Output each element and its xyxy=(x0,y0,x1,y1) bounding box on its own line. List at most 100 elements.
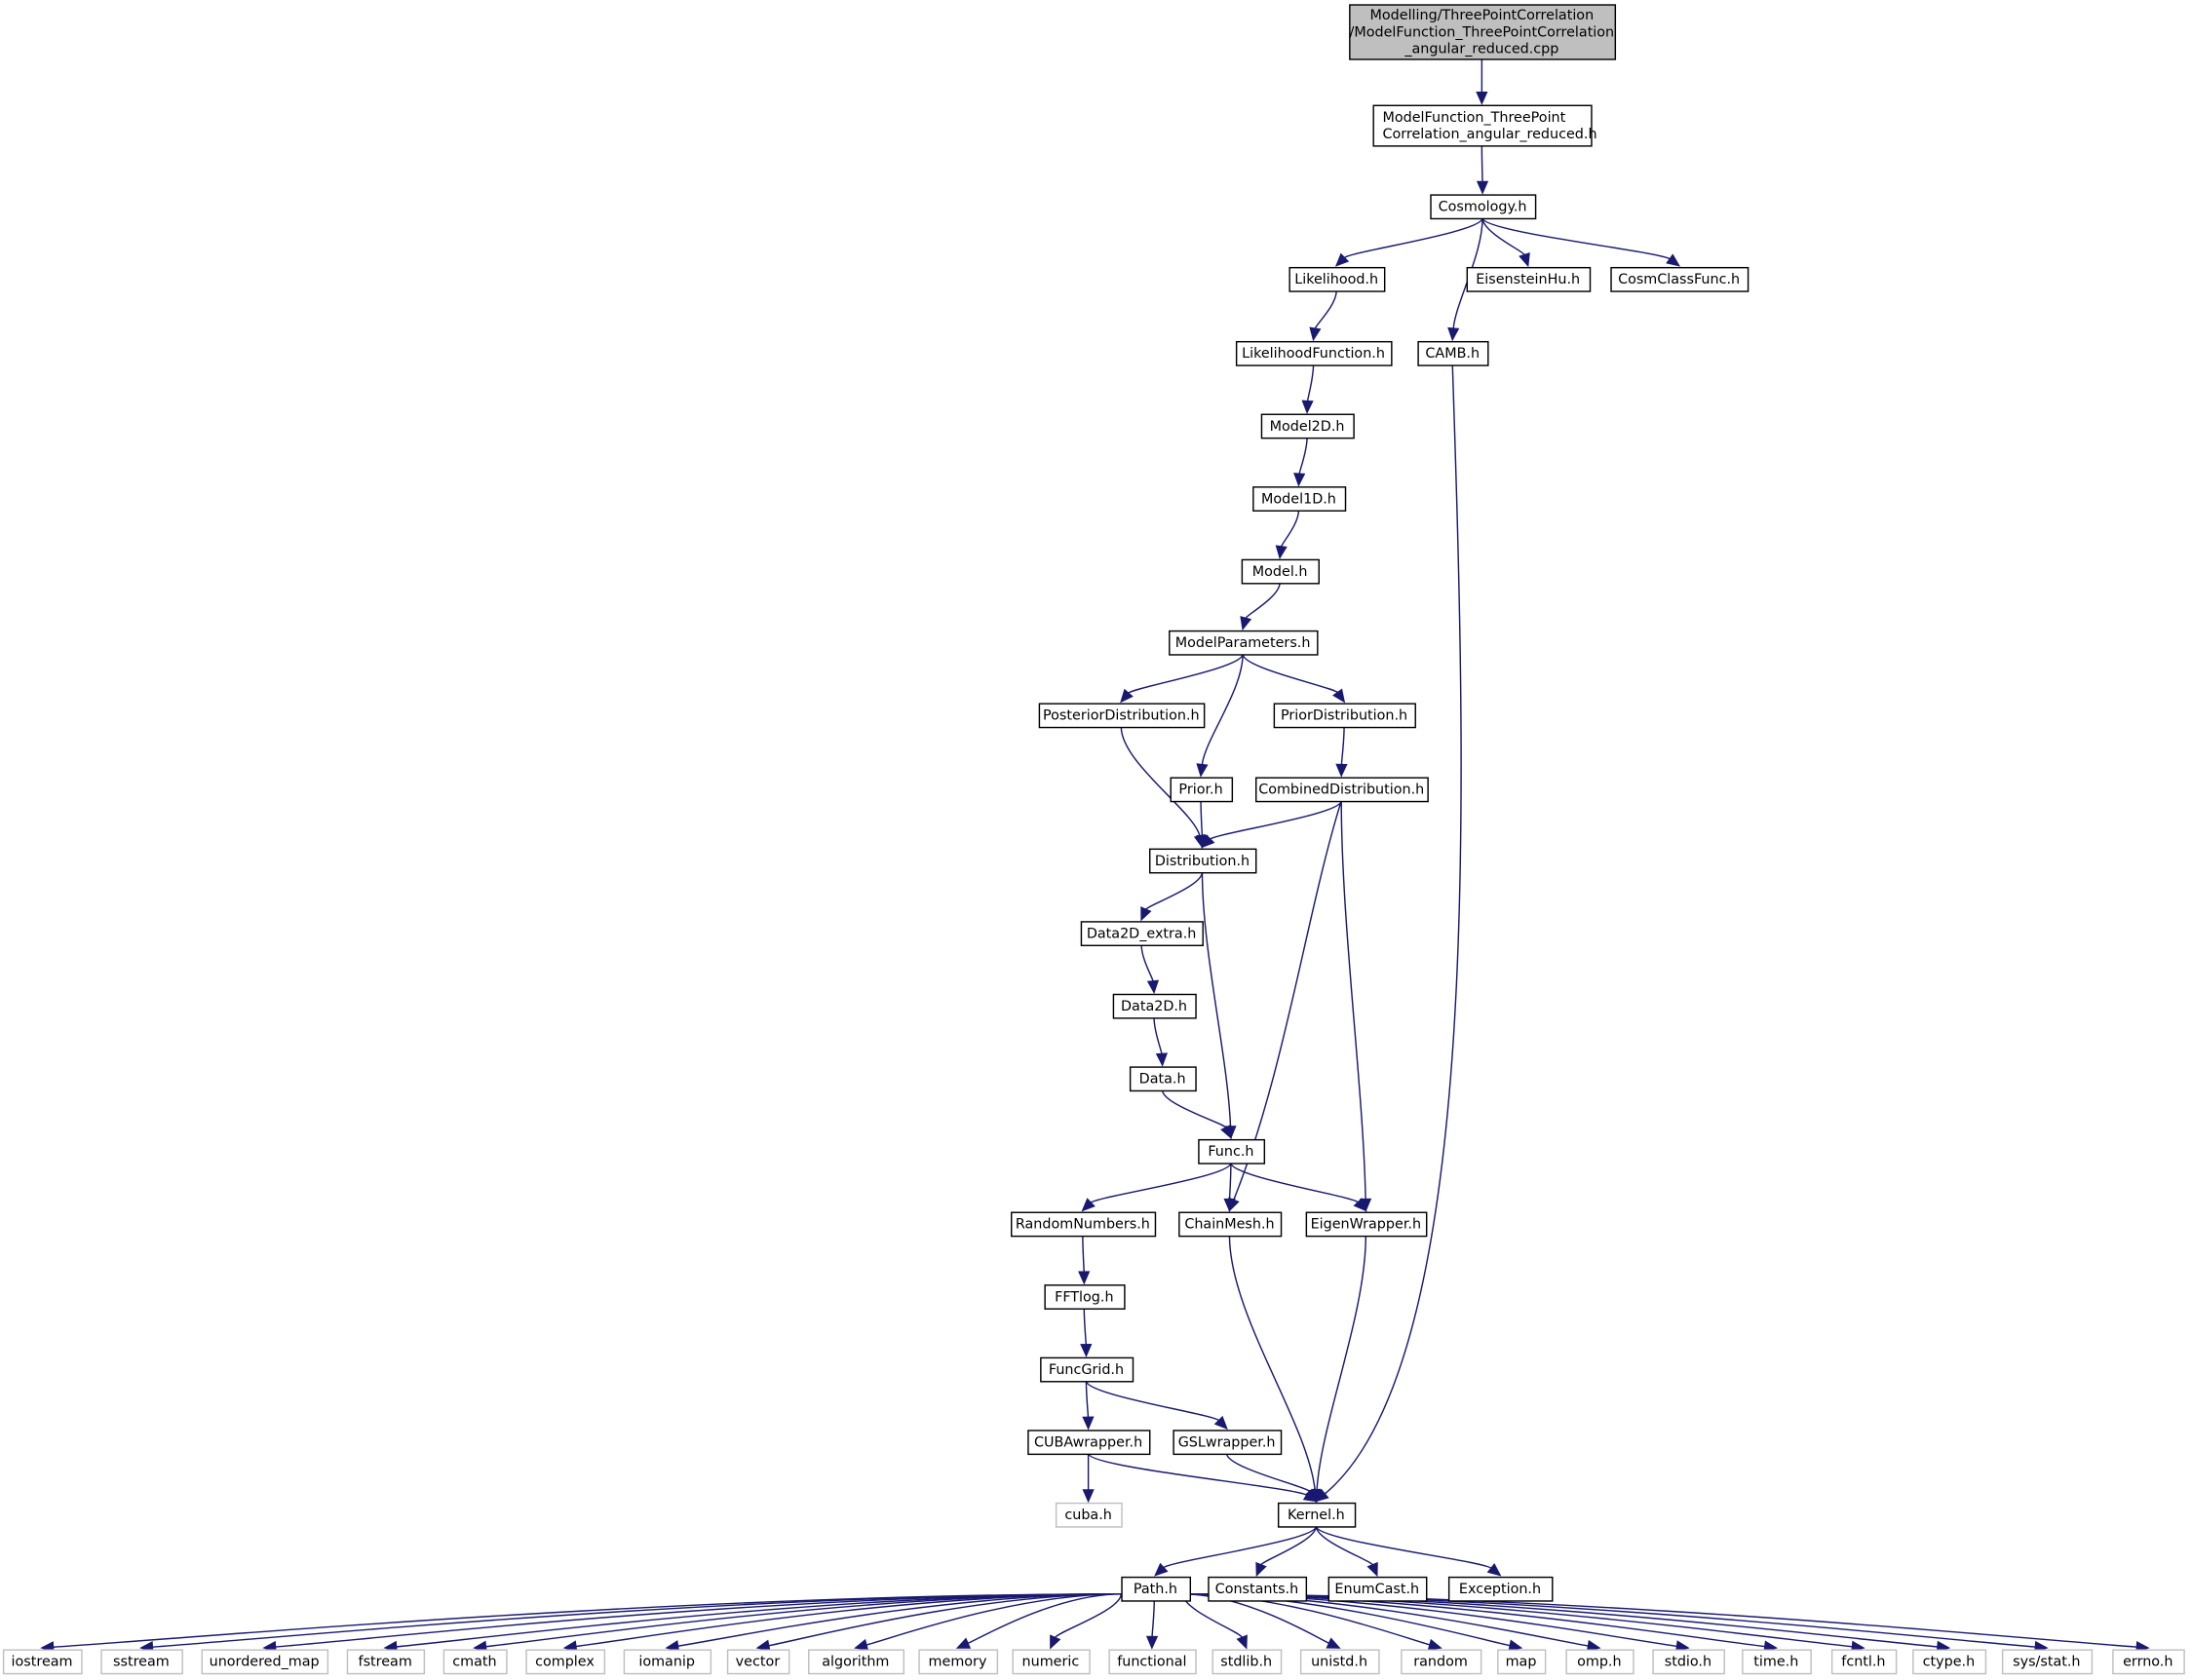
node-label: Constants.h xyxy=(1215,1582,1299,1597)
node-cosmclass[interactable]: CosmClassFunc.h xyxy=(1610,266,1750,292)
node-label: Model2D.h xyxy=(1270,419,1345,435)
node-model1d[interactable]: Model1D.h xyxy=(1252,486,1347,512)
node-prior[interactable]: Prior.h xyxy=(1170,777,1234,803)
edge-path-to-iomanip xyxy=(665,1593,1122,1653)
node-label: FFTlog.h xyxy=(1055,1289,1113,1305)
arrowhead-icon xyxy=(1082,1489,1095,1504)
node-func[interactable]: Func.h xyxy=(1198,1138,1266,1165)
node-enumcast[interactable]: EnumCast.h xyxy=(1327,1576,1428,1602)
node-fftlog[interactable]: FFTlog.h xyxy=(1044,1284,1126,1310)
node-funcgrid[interactable]: FuncGrid.h xyxy=(1040,1356,1134,1383)
node-complex[interactable]: complex xyxy=(525,1649,606,1675)
node-algorithm[interactable]: algorithm xyxy=(808,1649,905,1675)
node-stdlib[interactable]: stdlib.h xyxy=(1211,1649,1283,1675)
edge-chainmesh-to-kernel xyxy=(1228,1235,1322,1504)
node-ctype[interactable]: ctype.h xyxy=(1912,1649,1987,1675)
node-camb[interactable]: CAMB.h xyxy=(1417,340,1489,366)
node-vector[interactable]: vector xyxy=(726,1649,790,1675)
node-fstream[interactable]: fstream xyxy=(346,1649,426,1675)
node-box xyxy=(1129,1066,1197,1092)
node-label: Exception.h xyxy=(1459,1582,1541,1597)
node-memory[interactable]: memory xyxy=(918,1649,999,1675)
node-label: map xyxy=(1506,1655,1537,1670)
node-fcntl[interactable]: fcntl.h xyxy=(1830,1649,1898,1675)
node-root[interactable]: Modelling/ThreePointCorrelation/ModelFun… xyxy=(1349,4,1617,60)
edge-line xyxy=(1085,1381,1090,1418)
node-omp[interactable]: omp.h xyxy=(1565,1649,1634,1675)
node-label: sstream xyxy=(113,1655,170,1670)
node-sysstat[interactable]: sys/stat.h xyxy=(2001,1649,2094,1675)
node-iomanip[interactable]: iomanip xyxy=(623,1649,712,1675)
node-sstream[interactable]: sstream xyxy=(100,1649,183,1675)
node-path[interactable]: Path.h xyxy=(1121,1576,1192,1602)
node-like[interactable]: Likelihood.h xyxy=(1288,266,1386,292)
node-kernel[interactable]: Kernel.h xyxy=(1277,1502,1357,1528)
edge-eigen-to-kernel xyxy=(1311,1235,1367,1504)
edge-line xyxy=(967,1593,1122,1645)
node-data2d[interactable]: Data2D.h xyxy=(1112,993,1197,1019)
arrowhead-icon xyxy=(1082,1416,1095,1431)
nodes-layer: Modelling/ThreePointCorrelation/ModelFun… xyxy=(2,4,2185,1675)
node-random[interactable]: RandomNumbers.h xyxy=(1011,1211,1157,1238)
edge-line xyxy=(1083,1308,1088,1345)
node-label: Path.h xyxy=(1134,1582,1177,1597)
node-box xyxy=(1255,777,1429,803)
node-distribution[interactable]: Distribution.h xyxy=(1149,848,1257,874)
node-label: stdio.h xyxy=(1665,1655,1711,1670)
node-data2dx[interactable]: Data2D_extra.h xyxy=(1080,921,1204,947)
edge-like-to-likef xyxy=(1309,290,1337,342)
node-cuba[interactable]: cuba.h xyxy=(1055,1502,1123,1528)
node-stdio[interactable]: stdio.h xyxy=(1652,1649,1725,1675)
node-box xyxy=(1121,1576,1192,1602)
node-time[interactable]: time.h xyxy=(1742,1649,1812,1675)
node-box xyxy=(1372,104,1593,147)
node-iostream[interactable]: iostream xyxy=(2,1649,83,1675)
node-constants[interactable]: Constants.h xyxy=(1208,1576,1308,1602)
node-label: iostream xyxy=(12,1655,73,1670)
node-model2d[interactable]: Model2D.h xyxy=(1260,413,1355,439)
edge-modelpar-to-prior xyxy=(1196,654,1244,778)
node-label: functional xyxy=(1117,1655,1186,1670)
node-modelpar[interactable]: ModelParameters.h xyxy=(1169,630,1319,656)
node-exception[interactable]: Exception.h xyxy=(1447,1576,1554,1602)
edge-line xyxy=(1228,1163,1232,1200)
node-label: ModelParameters.h xyxy=(1175,635,1311,651)
node-priordist[interactable]: PriorDistribution.h xyxy=(1273,703,1416,729)
node-combined[interactable]: CombinedDistribution.h xyxy=(1255,777,1429,803)
arrowhead-icon xyxy=(1223,1198,1236,1212)
node-cosmo[interactable]: Cosmology.h xyxy=(1430,194,1537,220)
edge-funcgrid-to-gsl xyxy=(1085,1380,1228,1431)
node-likef[interactable]: LikelihoodFunction.h xyxy=(1235,340,1393,366)
node-label: EigenWrapper.h xyxy=(1311,1217,1421,1233)
node-gsl[interactable]: GSLwrapper.h xyxy=(1173,1430,1283,1456)
node-box xyxy=(2112,1649,2185,1675)
node-map[interactable]: map xyxy=(1497,1649,1547,1675)
node-randomx[interactable]: random xyxy=(1401,1649,1482,1675)
node-eisen[interactable]: EisensteinHu.h xyxy=(1466,266,1592,292)
node-data[interactable]: Data.h xyxy=(1129,1066,1197,1092)
node-label: Prior.h xyxy=(1178,783,1222,798)
node-chainmesh[interactable]: ChainMesh.h xyxy=(1178,1211,1283,1238)
node-model[interactable]: Model.h xyxy=(1241,558,1320,585)
arrowhead-icon xyxy=(1154,1562,1169,1577)
node-mfh[interactable]: ModelFunction_ThreePointCorrelation_angu… xyxy=(1372,104,1597,147)
edge-line xyxy=(1201,871,1232,1127)
node-unistd[interactable]: unistd.h xyxy=(1299,1649,1380,1675)
edge-line xyxy=(1140,944,1154,982)
node-box xyxy=(1349,4,1617,60)
node-unordered-map[interactable]: unordered_map xyxy=(201,1649,329,1675)
node-cmath[interactable]: cmath xyxy=(442,1649,508,1675)
arrowhead-icon xyxy=(1220,1124,1232,1140)
node-cuba-w[interactable]: CUBAwrapper.h xyxy=(1027,1430,1151,1456)
node-box xyxy=(1178,1211,1283,1238)
node-posterior[interactable]: PosteriorDistribution.h xyxy=(1038,703,1206,729)
node-box xyxy=(1466,266,1592,292)
node-numeric[interactable]: numeric xyxy=(1012,1649,1091,1675)
node-label: fstream xyxy=(359,1655,412,1670)
node-functional[interactable]: functional xyxy=(1108,1649,1197,1675)
arrowhead-icon xyxy=(1255,1561,1267,1578)
node-errno[interactable]: errno.h xyxy=(2112,1649,2185,1675)
edge-line xyxy=(1128,653,1244,694)
node-eigen[interactable]: EigenWrapper.h xyxy=(1305,1211,1428,1238)
edge-line xyxy=(1182,1593,2036,1648)
